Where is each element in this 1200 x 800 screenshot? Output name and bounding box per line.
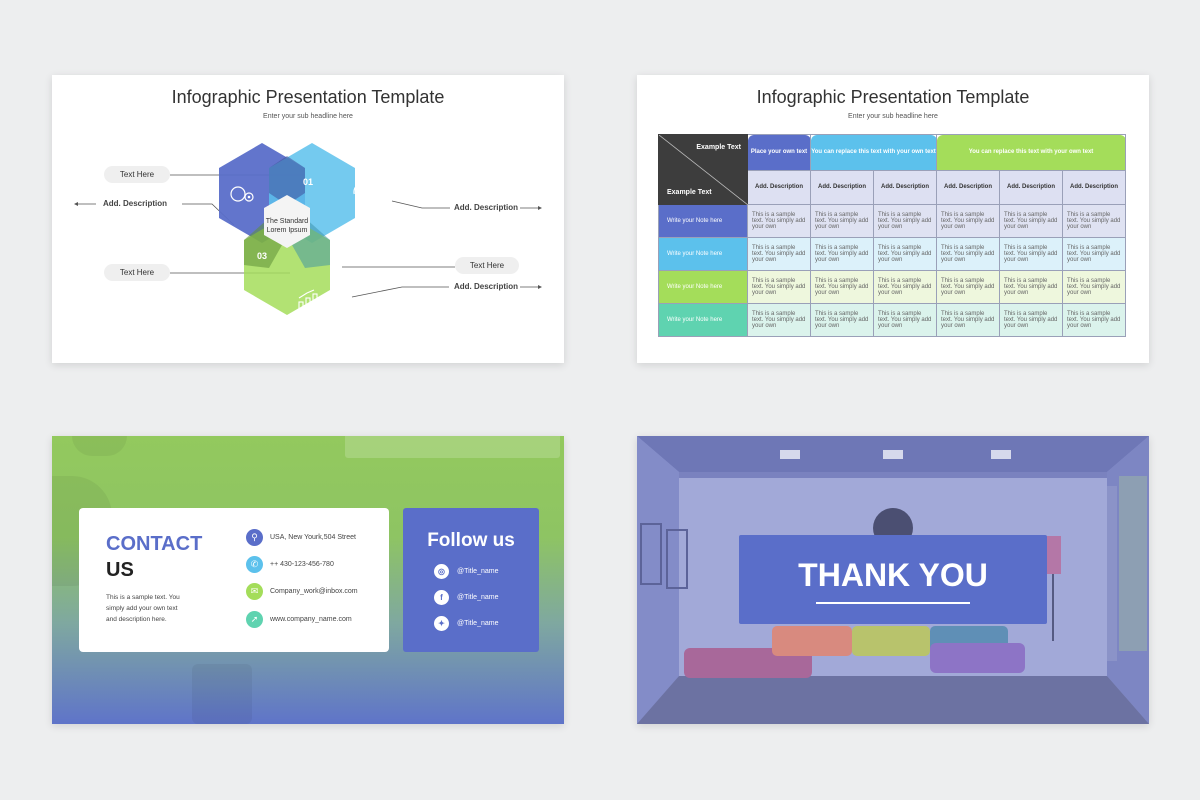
column-header: Add. Description — [747, 170, 811, 205]
slide-title: Infographic Presentation Template — [171, 87, 445, 107]
table-cell: This is a sample text. You simply add yo… — [936, 303, 1000, 337]
comparison-table: Example Text Example Text Place your own… — [658, 134, 1126, 337]
contact-body: This is a sample text. You simply add yo… — [106, 594, 180, 623]
table-cell: This is a sample text. You simply add yo… — [810, 303, 874, 337]
table-cell: This is a sample text. You simply add yo… — [873, 237, 937, 271]
column-header: Add. Description — [1062, 170, 1126, 205]
column-header: Add. Description — [873, 170, 937, 205]
facebook-handle[interactable]: @Title_name — [457, 594, 499, 601]
number-02: 02 — [347, 251, 358, 261]
follow-card: Follow us ◎ @Title_name f @Title_name ✦ … — [403, 508, 539, 652]
table-cell: This is a sample text. You simply add yo… — [810, 204, 874, 238]
twitter-icon[interactable]: ✦ — [434, 616, 449, 631]
header-group-2: You can replace this text with your own … — [810, 134, 937, 171]
title-underline — [816, 602, 970, 604]
number-03: 03 — [257, 251, 268, 261]
table-cell: This is a sample text. You simply add yo… — [999, 303, 1063, 337]
table-cell: This is a sample text. You simply add yo… — [936, 270, 1000, 304]
address-text: USA, New Yourk,504 Street — [270, 534, 356, 541]
center-label: The Standard Lorem Ipsum — [265, 218, 309, 234]
corner-bottom-label: Example Text — [667, 189, 712, 196]
header-group-1: Place your own text — [747, 134, 811, 171]
twitter-handle[interactable]: @Title_name — [457, 620, 499, 627]
brain-gears-icon — [230, 186, 254, 202]
website-text[interactable]: www.company_name.com — [270, 616, 352, 623]
thank-you-banner — [739, 535, 1047, 624]
column-header: Add. Description — [810, 170, 874, 205]
table-cell: This is a sample text. You simply add yo… — [810, 270, 874, 304]
slide-contact[interactable]: CONTACT US This is a sample text. You si… — [52, 436, 564, 724]
email-text[interactable]: Company_work@inbox.com — [270, 588, 358, 595]
slide-title: Infographic Presentation Template — [756, 87, 1030, 107]
table-cell: This is a sample text. You simply add yo… — [1062, 270, 1126, 304]
table-cell: This is a sample text. You simply add yo… — [747, 303, 811, 337]
text-pill-bottom-left: Text Here — [104, 264, 170, 281]
table-cell: This is a sample text. You simply add yo… — [747, 204, 811, 238]
text-pill-top-left: Text Here — [104, 166, 170, 183]
contact-card: CONTACT US This is a sample text. You si… — [79, 508, 389, 652]
number-01: 01 — [303, 177, 314, 187]
hexagon-diagram — [74, 143, 542, 315]
follow-title: Follow us — [427, 530, 515, 551]
slide-subtitle: Enter your sub headline here — [263, 113, 353, 120]
table-cell: This is a sample text. You simply add yo… — [936, 204, 1000, 238]
background-shape — [72, 436, 127, 456]
slide-hexagon-infographic[interactable]: Infographic Presentation Template Enter … — [52, 75, 564, 363]
table-cell: This is a sample text. You simply add yo… — [873, 270, 937, 304]
contact-title-us: US — [106, 559, 134, 581]
table-cell: This is a sample text. You simply add yo… — [747, 270, 811, 304]
column-header: Add. Description — [936, 170, 1000, 205]
row-note: Write your Note here — [658, 303, 748, 337]
text-pill-right: Text Here — [455, 257, 519, 274]
table-cell: This is a sample text. You simply add yo… — [1062, 204, 1126, 238]
contact-title: CONTACT — [106, 533, 203, 555]
phone-text: ++ 430-123-456-780 — [270, 561, 334, 568]
description-right-bottom: Add. Description — [454, 282, 519, 291]
table-row: Write your Note here This is a sample te… — [658, 204, 1126, 238]
table-cell: This is a sample text. You simply add yo… — [936, 237, 1000, 271]
table-row: Write your Note here This is a sample te… — [658, 237, 1126, 271]
row-note: Write your Note here — [658, 270, 748, 304]
column-header: Add. Description — [999, 170, 1063, 205]
row-note: Write your Note here — [658, 204, 748, 238]
table-cell: This is a sample text. You simply add yo… — [999, 237, 1063, 271]
header-group-3: You can replace this text with your own … — [936, 134, 1126, 171]
keyboard-shape — [345, 436, 560, 458]
thank-you-title: THANK YOU — [798, 557, 988, 593]
table-cell: This is a sample text. You simply add yo… — [810, 237, 874, 271]
table-cell: This is a sample text. You simply add yo… — [999, 204, 1063, 238]
mail-icon: ✉ — [246, 583, 263, 600]
table-cell: This is a sample text. You simply add yo… — [1062, 237, 1126, 271]
corner-cell: Example Text Example Text — [658, 134, 748, 205]
location-icon: ⚲ — [246, 529, 263, 546]
instagram-handle[interactable]: @Title_name — [457, 568, 499, 575]
row-note: Write your Note here — [658, 237, 748, 271]
slide-subtitle: Enter your sub headline here — [848, 113, 938, 120]
table-cell: This is a sample text. You simply add yo… — [873, 204, 937, 238]
slide-comparison-table[interactable]: Infographic Presentation Template Enter … — [637, 75, 1149, 363]
compass-icon: ➚ — [246, 611, 263, 628]
corner-top-label: Example Text — [696, 144, 741, 151]
facebook-icon[interactable]: f — [434, 590, 449, 605]
table-row: Write your Note here This is a sample te… — [658, 303, 1126, 337]
gear-cycle-icon — [353, 182, 373, 202]
table-cell: This is a sample text. You simply add yo… — [1062, 303, 1126, 337]
background-shape — [192, 664, 252, 724]
instagram-icon[interactable]: ◎ — [434, 564, 449, 579]
table-cell: This is a sample text. You simply add yo… — [999, 270, 1063, 304]
slide-thank-you[interactable]: THANK YOU — [637, 436, 1149, 724]
table-cell: This is a sample text. You simply add yo… — [747, 237, 811, 271]
table-cell: This is a sample text. You simply add yo… — [873, 303, 937, 337]
description-left: Add. Description — [103, 199, 168, 208]
description-right-top: Add. Description — [454, 203, 519, 212]
phone-icon: ✆ — [246, 556, 263, 573]
growth-chart-icon — [298, 289, 318, 311]
table-row: Write your Note here This is a sample te… — [658, 270, 1126, 304]
